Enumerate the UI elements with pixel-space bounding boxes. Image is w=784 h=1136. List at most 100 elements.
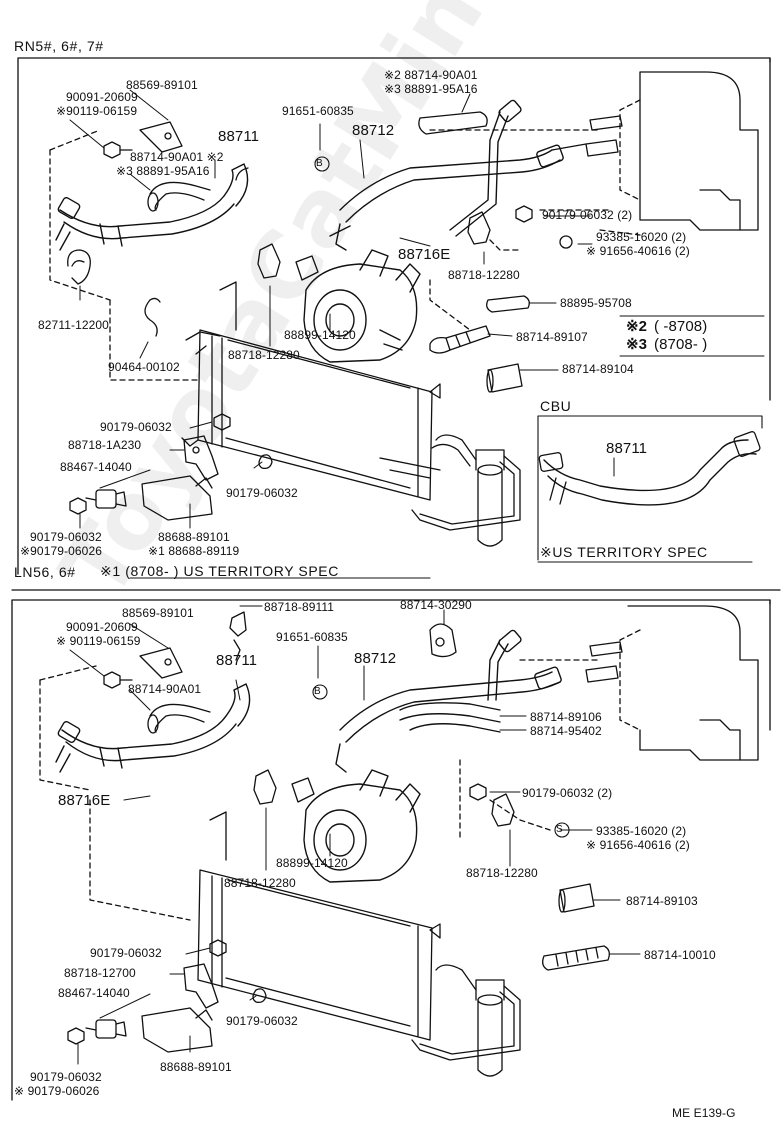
top-section-header: RN5#, 6#, 7#	[14, 38, 104, 54]
bottom-section-frame	[11, 599, 771, 605]
cbu-heading: CBU	[540, 398, 572, 414]
label-88899-14120-bottom: 88899-14120	[276, 856, 348, 870]
label-90179-06032-bottom-b: 90179-06032	[226, 1014, 298, 1028]
label-88688-89101-bottom: 88688-89101	[160, 1060, 232, 1074]
label-90179-06032-top-c: 90179-06032	[30, 530, 102, 544]
label-90179-06026-bottom: ※ 90179-06026	[14, 1084, 100, 1098]
label-88712-bottom: 88712	[354, 650, 397, 667]
part-88714-89104-top	[486, 363, 523, 393]
bracket-88688-top	[141, 475, 213, 521]
condenser-bottom	[197, 811, 441, 1041]
compressor-bottom	[303, 769, 421, 883]
cbu-box	[537, 415, 763, 561]
top-section-frame	[17, 57, 771, 63]
range-note-2-value: ( -8708)	[654, 318, 708, 335]
label-88891-95A16-top: ※3 88891-95A16	[116, 164, 210, 178]
label-90179-06032-top-a: 90179-06032	[100, 420, 172, 434]
label-90119-06159: ※90119-06159	[56, 104, 138, 118]
label-88718-12280-top-b: 88718-12280	[228, 348, 300, 362]
bottom-section-header-note: ※1 (8708- ) US TERRITORY SPEC	[100, 563, 339, 579]
label-90179-06032-2-bottom: 90179-06032 (2)	[522, 786, 613, 800]
resistor-88467-bottom	[85, 1019, 127, 1039]
label-88714-95402: 88714-95402	[530, 724, 602, 738]
resistor-88467-top	[85, 489, 127, 509]
condenser-top	[181, 281, 441, 501]
label-88718-89111: 88718-89111	[264, 600, 335, 614]
bolt-90119-top	[103, 141, 133, 159]
brackets-bottom	[139, 647, 515, 1053]
bracket-88569-top	[139, 121, 183, 153]
label-90464-00102: 90464-00102	[108, 360, 180, 374]
rubber-hose-top	[147, 167, 249, 212]
engine-block-outline-bottom	[619, 605, 759, 761]
label-91651-60835-bottom: 91651-60835	[276, 630, 348, 644]
nut-90179-top	[69, 205, 573, 515]
label-88569-89101: 88569-89101	[126, 78, 198, 92]
label-88714-89104: 88714-89104	[562, 362, 634, 376]
label-88467-14040-bottom: 88467-14040	[58, 986, 130, 1000]
footer-figure-code: ME E139-G	[672, 1106, 736, 1120]
clamp-82711-top	[67, 249, 91, 285]
engine-block-outline-top	[619, 71, 759, 231]
marker-s-bottom: S	[556, 824, 563, 835]
label-90119-06159-bottom: ※ 90119-06159	[56, 634, 141, 648]
label-93385-16020-bottom: 93385-16020 (2)	[596, 824, 687, 838]
label-note3-88891-95A16: ※3 88891-95A16	[384, 82, 478, 96]
label-88714-30290: 88714-30290	[400, 598, 472, 612]
label-88467-14040-top: 88467-14040	[60, 460, 132, 474]
range-note-3-value: (8708- )	[654, 336, 708, 353]
rubber-hose-bottom	[147, 703, 211, 734]
compressor-top	[303, 249, 421, 363]
part-88714-89103-bottom	[558, 883, 595, 913]
label-88714-89103: 88714-89103	[626, 894, 698, 908]
label-88714-90A01-top: 88714-90A01 ※2	[130, 150, 224, 164]
range-note-3-mark: ※3	[626, 336, 648, 353]
clip-88718-89111	[229, 611, 247, 661]
top-callout-lines	[69, 89, 593, 529]
label-91651-60835-top: 91651-60835	[282, 104, 354, 118]
engine-fittings-bottom	[585, 641, 623, 683]
label-90179-06032-bottom-a: 90179-06032	[90, 946, 162, 960]
marker-b-bottom: B	[314, 686, 321, 697]
label-82711-12200: 82711-12200	[38, 318, 109, 332]
label-88714-89107: 88714-89107	[516, 330, 588, 344]
grommet-88714-30290	[429, 623, 457, 658]
hose-88711-bottom	[55, 683, 251, 773]
part-88714-89107-top	[429, 325, 491, 354]
wire-90464-top	[144, 297, 161, 337]
label-90179-06032-top-b: 90179-06032	[226, 486, 298, 500]
sleeve-top	[418, 111, 488, 135]
marker-b-top-circle	[314, 156, 330, 172]
label-note2-88714-90A01: ※2 88714-90A01	[384, 68, 478, 82]
label-88714-10010: 88714-10010	[644, 948, 716, 962]
hose-88711-top	[55, 163, 249, 251]
bracket-88718-top	[257, 211, 491, 281]
part-88714-10010-bottom	[542, 945, 610, 971]
bottom-leader-lines	[39, 659, 601, 921]
engine-fittings-top	[551, 115, 623, 157]
label-90179-06032-bottom-c: 90179-06032	[30, 1070, 102, 1084]
label-88711-top: 88711	[218, 128, 260, 145]
receiver-dryer-top	[411, 434, 521, 547]
label-88718-12280-top-a: 88718-12280	[448, 268, 520, 282]
label-88718-12700: 88718-12700	[64, 966, 136, 980]
label-88718-12280-bottom-a: 88718-12280	[466, 866, 538, 880]
liquid-pipes-top	[185, 331, 441, 479]
nuts-bottom	[67, 671, 487, 1045]
label-88718-1A230: 88718-1A230	[68, 438, 142, 452]
label-88718-12280-bottom-b: 88718-12280	[224, 876, 296, 890]
label-90179-06026-top: ※90179-06026	[20, 544, 102, 558]
label-88899-14120-top: 88899-14120	[284, 328, 356, 342]
label-90091-20609: 90091-20609	[66, 90, 138, 104]
label-88688-89119-us: ※1 88688-89119	[148, 544, 240, 558]
marker-s-bottom-circle	[554, 822, 570, 838]
range-note-2-mark: ※2	[626, 318, 648, 335]
label-88712-top: 88712	[352, 122, 395, 139]
label-91656-40616-top: ※ 91656-40616 (2)	[586, 244, 690, 258]
hose-88712-top	[329, 99, 564, 251]
label-88714-89106: 88714-89106	[530, 710, 602, 724]
label-88714-90A01-bottom: 88714-90A01	[128, 682, 202, 696]
marker-b-bottom-circle	[312, 684, 328, 700]
